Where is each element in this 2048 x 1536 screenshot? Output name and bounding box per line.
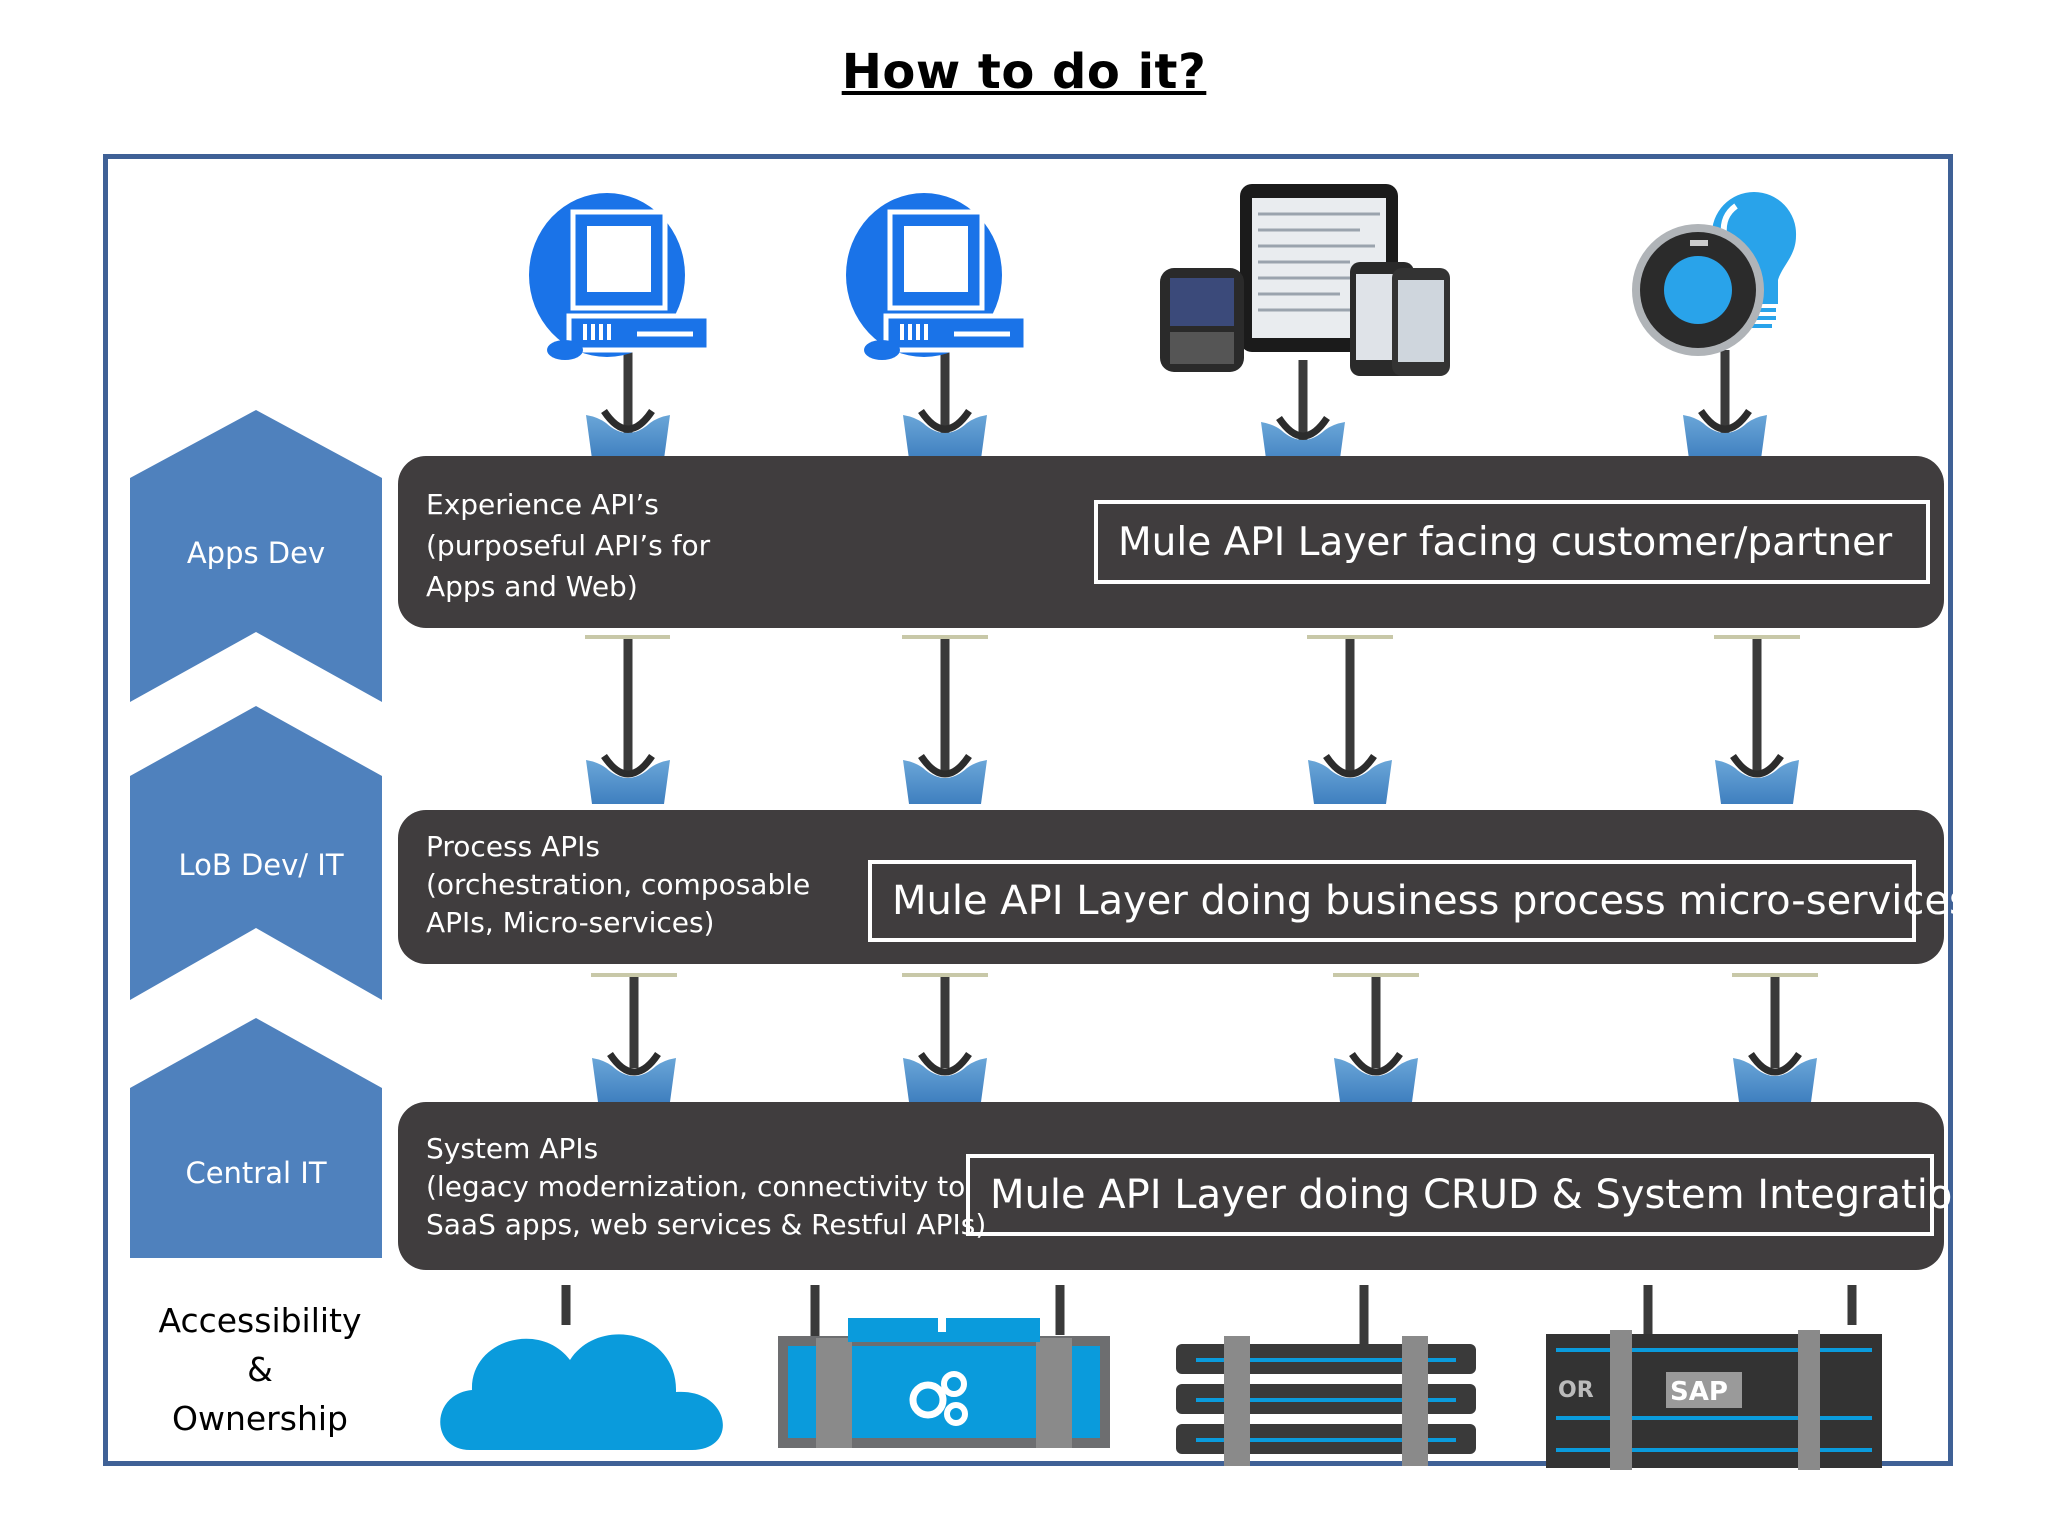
desktop-computer-icon: [846, 193, 1029, 360]
chevron-label-lob-dev: LoB Dev/ IT: [178, 848, 344, 882]
smart-thermostat-bulb-icon: [1632, 191, 1797, 356]
process-api-layer: Process APIs (orchestration, composable …: [398, 810, 1970, 964]
process-api-layer-label: Mule API Layer doing business process mi…: [868, 860, 1970, 942]
system-api-description: System APIs (legacy modernization, conne…: [426, 1132, 987, 1241]
database-server-icon: [1176, 1336, 1476, 1466]
desktop-computer-icon: [529, 193, 712, 360]
process-api-description: Process APIs (orchestration, composable …: [426, 830, 811, 939]
chevron-label-apps-dev: Apps Dev: [186, 536, 326, 570]
cloud-icon: [440, 1334, 723, 1450]
page-title: How to do it?: [841, 44, 1207, 100]
chevron-apps-dev: [130, 410, 382, 702]
chevron-central-it: [130, 1018, 382, 1258]
system-api-layer-label: Mule API Layer doing CRUD & System Integ…: [966, 1154, 1978, 1236]
experience-process-connectors: [585, 635, 1800, 804]
system-api-layer: System APIs (legacy modernization, conne…: [398, 1102, 1978, 1270]
experience-api-layer: Experience API’s (purposeful API’s for A…: [398, 456, 1944, 628]
sap-logo-text: SAP: [1670, 1377, 1728, 1407]
consumer-connectors: [623, 350, 1730, 440]
oracle-logo-text: OR: [1558, 1378, 1594, 1403]
chevron-lob-dev: [130, 706, 382, 1000]
accessibility-ownership-label: Accessibility & Ownership: [158, 1301, 362, 1438]
experience-api-layer-label: Mule API Layer facing customer/partner: [1094, 500, 1930, 584]
system-connectors: [561, 1285, 1857, 1345]
mobile-devices-icon: [1160, 184, 1450, 376]
gear-server-icon: [778, 1318, 1110, 1448]
process-system-connectors: [591, 973, 1818, 1102]
experience-api-description: Experience API’s (purposeful API’s for A…: [426, 488, 711, 603]
erp-server-icon: OR SAP: [1546, 1330, 1882, 1470]
chevron-label-central-it: Central IT: [185, 1156, 327, 1190]
